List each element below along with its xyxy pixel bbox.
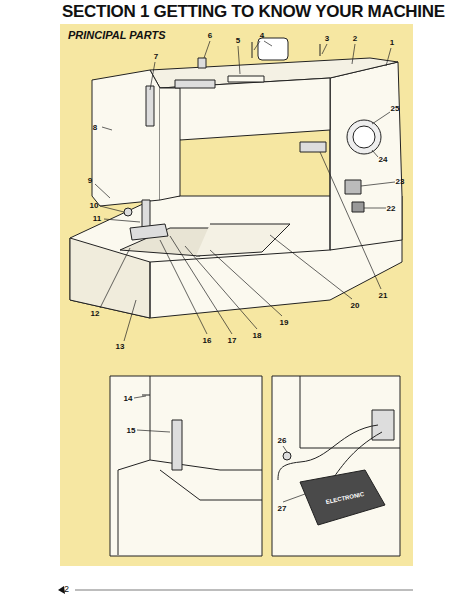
callout-number: 10: [90, 201, 99, 210]
page-number: 2: [64, 584, 69, 594]
callout-number: 25: [391, 104, 400, 113]
callout-number: 5: [236, 36, 240, 45]
callout-number: 20: [351, 301, 360, 310]
callout-number: 27: [278, 504, 287, 513]
callout-number: 17: [228, 336, 237, 345]
callout-number: 11: [93, 214, 101, 223]
section-title: SECTION 1 GETTING TO KNOW YOUR MACHINE: [62, 2, 445, 22]
callout-number: 12: [91, 309, 100, 318]
callout-number: 9: [88, 176, 92, 185]
callout-number: 2: [353, 34, 357, 43]
callout-number: 4: [260, 31, 264, 40]
callout-number: 18: [253, 331, 262, 340]
callout-number: 24: [379, 155, 388, 164]
callout-number: 8: [93, 123, 97, 132]
page-mark: [58, 586, 65, 594]
callout-number: 22: [387, 204, 396, 213]
footer-rule: [75, 590, 413, 591]
callout-number: 23: [396, 177, 405, 186]
callout-number: 15: [127, 426, 136, 435]
callout-number: 3: [325, 34, 329, 43]
section-heading: PRINCIPAL PARTS: [68, 29, 166, 41]
callout-number: 26: [278, 436, 287, 445]
callout-number: 6: [208, 31, 212, 40]
callout-number: 19: [280, 318, 289, 327]
callout-number: 14: [124, 394, 133, 403]
callout-number: 1: [390, 38, 394, 47]
machine-body: [70, 38, 402, 556]
yellow-panel: [60, 24, 413, 566]
leader-lines: [95, 41, 395, 502]
callout-number: 21: [379, 291, 388, 300]
callout-number: 13: [116, 342, 125, 351]
callout-number: 16: [203, 336, 212, 345]
callout-number: 7: [154, 52, 158, 61]
